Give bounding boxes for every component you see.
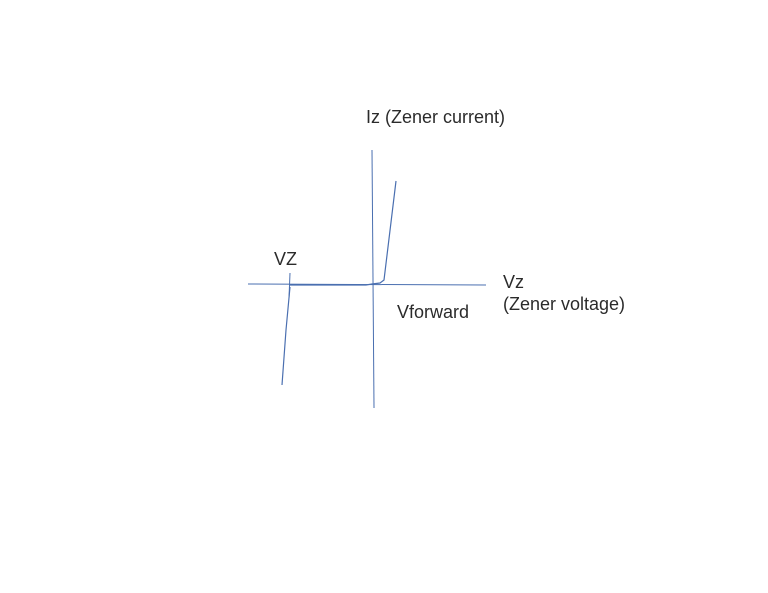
forward-characteristic-curve (290, 180, 397, 286)
forward-voltage-label: Vforward (397, 302, 470, 322)
y-axis-label: Iz (Zener current) (366, 107, 506, 127)
x-axis-sublabel: (Zener voltage) (503, 294, 626, 314)
vertical-axis (371, 149, 375, 409)
breakdown-characteristic-curve (281, 286, 291, 386)
breakdown-tick-mark (288, 272, 291, 299)
breakdown-voltage-label: VZ (274, 249, 298, 269)
x-axis-label: Vz (503, 272, 525, 292)
